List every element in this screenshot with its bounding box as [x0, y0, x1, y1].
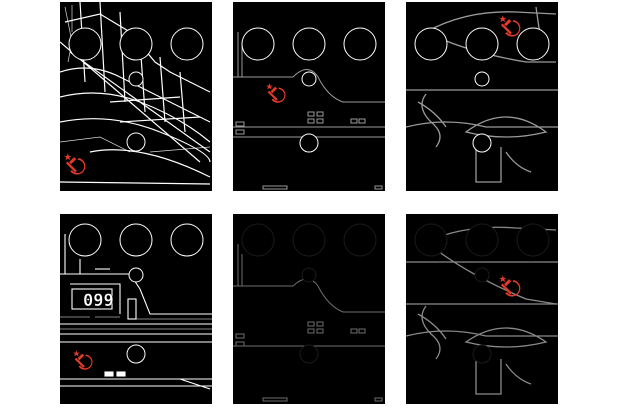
panel-bottom-right	[406, 214, 558, 404]
panel-top-middle	[233, 2, 385, 191]
circle-markers	[414, 27, 550, 153]
hammer-and-sickle-icon	[64, 153, 86, 175]
conning-tower-image: 099	[60, 223, 212, 390]
circle-markers	[241, 223, 377, 364]
circle-markers	[68, 223, 204, 364]
submarine-profile-faded-image	[233, 223, 385, 402]
aircraft-nose-faded-image	[406, 223, 558, 395]
hammer-and-sickle-icon	[499, 275, 521, 297]
hull-number: 099	[83, 291, 114, 311]
hammer-and-sickle-icon	[266, 83, 286, 103]
aircraft-nose-image	[406, 6, 558, 183]
wireframe-hull-image	[60, 2, 211, 185]
circle-markers	[68, 27, 204, 152]
hammer-and-sickle-icon	[499, 15, 521, 37]
panel-top-left	[60, 2, 212, 191]
hammer-and-sickle-icon	[73, 350, 93, 370]
panel-bottom-left: 099	[60, 214, 212, 404]
panel-top-right	[406, 2, 558, 191]
circle-markers	[414, 223, 550, 364]
panel-bottom-middle	[233, 214, 385, 404]
circle-markers	[241, 27, 377, 153]
submarine-profile-image	[233, 27, 385, 190]
